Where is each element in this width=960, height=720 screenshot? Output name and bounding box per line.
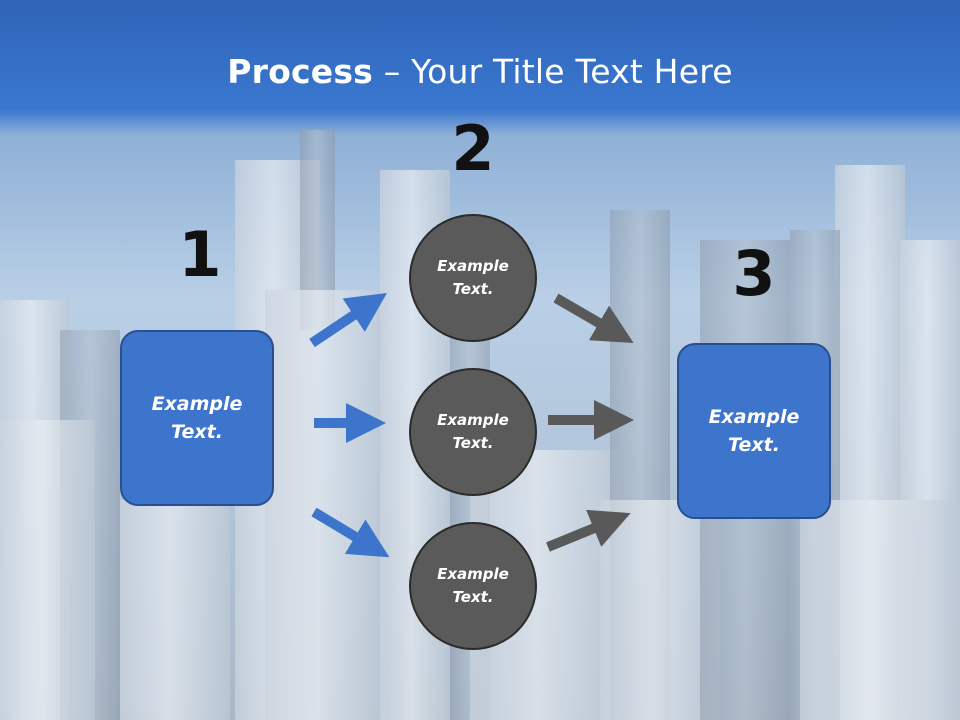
- arrow-left-to-bottom: [311, 507, 390, 558]
- circle-bottom: Example Text.: [409, 522, 537, 650]
- title-bold: Process: [227, 52, 374, 91]
- arrow-left-to-top: [309, 293, 387, 348]
- circle-middle-text: Example Text.: [437, 410, 509, 452]
- step-number-2: 2: [451, 112, 495, 185]
- box-step-3: Example Text.: [677, 343, 831, 519]
- box-step-1-text: Example Text.: [151, 392, 243, 444]
- step-number-1: 1: [178, 218, 222, 291]
- title-rest: – Your Title Text Here: [373, 52, 733, 91]
- circle-top-text: Example Text.: [437, 256, 509, 298]
- step-number-3: 3: [732, 237, 776, 310]
- circle-top: Example Text.: [409, 214, 537, 342]
- box-step-1: Example Text.: [120, 330, 274, 506]
- arrow-bottom-to-right: [546, 509, 631, 552]
- slide-title: Process – Your Title Text Here: [0, 52, 960, 91]
- circle-middle: Example Text.: [409, 368, 537, 496]
- arrow-top-to-right: [553, 293, 634, 344]
- box-step-3-text: Example Text.: [708, 405, 800, 457]
- circle-bottom-text: Example Text.: [437, 564, 509, 606]
